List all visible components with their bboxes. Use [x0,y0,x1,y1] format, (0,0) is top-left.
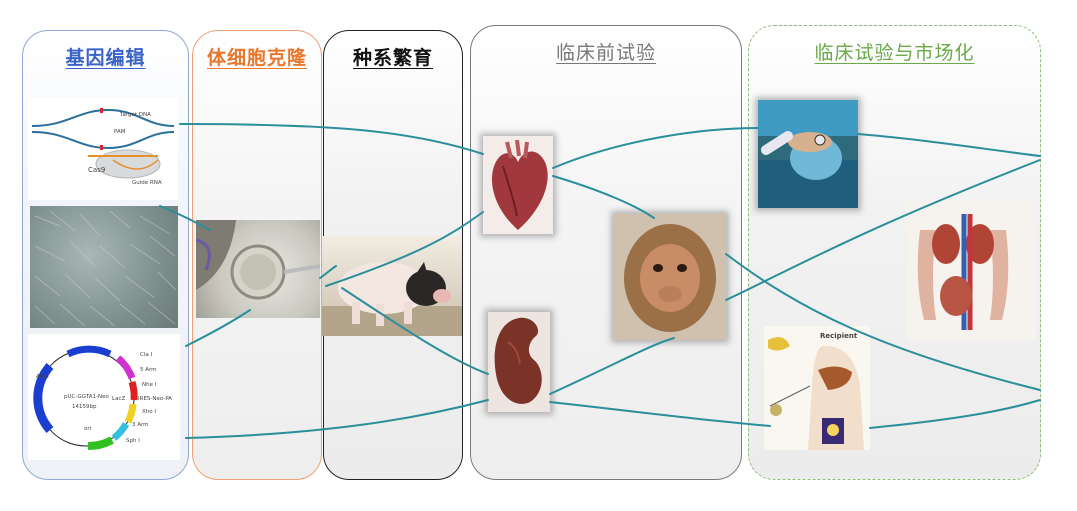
panel-title-gene-editing: 基因编辑 [65,47,146,69]
islet-transplant-illustration: Recipient [764,326,870,450]
plasmid-label-0: Cla I [140,352,153,358]
kidney-anatomy-illustration [906,200,1036,340]
panel-title-somatic-cloning: 体细胞克隆 [206,47,307,69]
plasmid-ori: ori [84,426,92,432]
plasmid-label-1: 5 Arm [140,367,157,373]
crispr-cas9-label: Cas9 [88,166,106,174]
transplant-recipient-label: Recipient [820,332,858,340]
crispr-pam-label: PAM [114,129,126,135]
panel-title-clinical-trial-market: 临床试验与市场化 [814,42,975,64]
panel-title-preclinical-trial: 临床前试验 [555,42,656,64]
plasmid-label-5: 3 Arm [132,422,149,428]
plasmid-lacz: LacZ [112,396,126,402]
panel-title-germline-breeding: 种系繁育 [352,47,433,69]
crispr-guide-label: Guide RNA [132,180,162,186]
pig-kidney-photo [488,312,550,412]
monkey-photo [614,214,726,340]
cell-culture-image [30,206,178,328]
plasmid-label-4: Xho I [142,409,156,415]
plasmid-size: 14159bp [72,404,97,410]
plasmid-label-6: Sph I [126,438,140,444]
pig-photo [322,236,462,336]
somatic-cell-nuclear-transfer-image [196,220,320,318]
plasmid-name: pUC-GGTA1-Neo [64,394,109,400]
plasmid-map: pUC-GGTA1-Neo 14159bp Amp ori LacZ Cla I… [28,334,180,460]
plasmid-label-3: IRES-Neo-PA [138,396,173,402]
plasmid-amp: Amp [36,374,49,380]
crispr-cas9-diagram: Target DNA PAM Cas9 Guide RNA [28,98,178,200]
crispr-target-label: Target DNA [120,112,151,118]
surgeon-photo [758,100,858,208]
plasmid-label-2: Nhe I [142,382,157,388]
pig-heart-photo [483,136,553,234]
